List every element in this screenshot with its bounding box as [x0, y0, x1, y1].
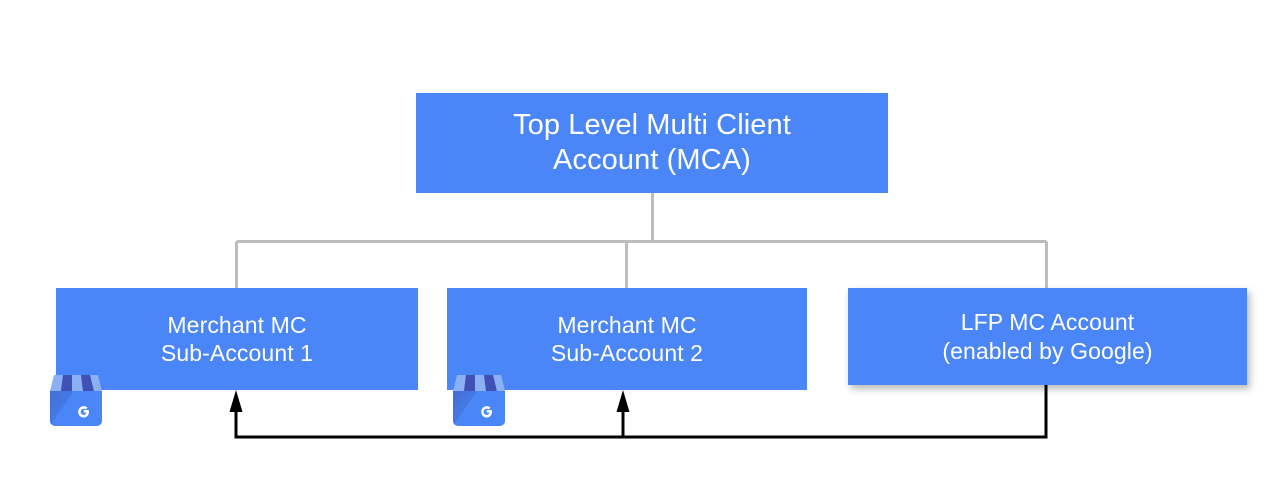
google-business-profile-storefront-icon [50, 375, 102, 426]
node-lfp-mc-account-label: LFP MC Account (enabled by Google) [942, 309, 1153, 364]
google-business-profile-storefront-icon [453, 375, 505, 426]
edge-group-feedback [229, 385, 1048, 439]
node-merchant-sub-account-2[interactable]: Merchant MC Sub-Account 2 [447, 288, 807, 390]
arrowhead-to-sub2 [616, 390, 630, 412]
node-merchant-sub-account-1[interactable]: Merchant MC Sub-Account 1 [56, 288, 418, 390]
edge-group-hierarchy [235, 193, 1048, 288]
arrowhead-to-sub1 [229, 390, 243, 412]
edge-lfp-feedback-bus [234, 385, 1048, 439]
node-top-level-mca-label: Top Level Multi Client Account (MCA) [513, 108, 791, 176]
node-merchant-sub-account-2-label: Merchant MC Sub-Account 2 [550, 311, 704, 366]
node-top-level-mca[interactable]: Top Level Multi Client Account (MCA) [416, 93, 888, 193]
node-lfp-mc-account[interactable]: LFP MC Account (enabled by Google) [848, 288, 1247, 385]
node-merchant-sub-account-1-label: Merchant MC Sub-Account 1 [160, 311, 314, 366]
